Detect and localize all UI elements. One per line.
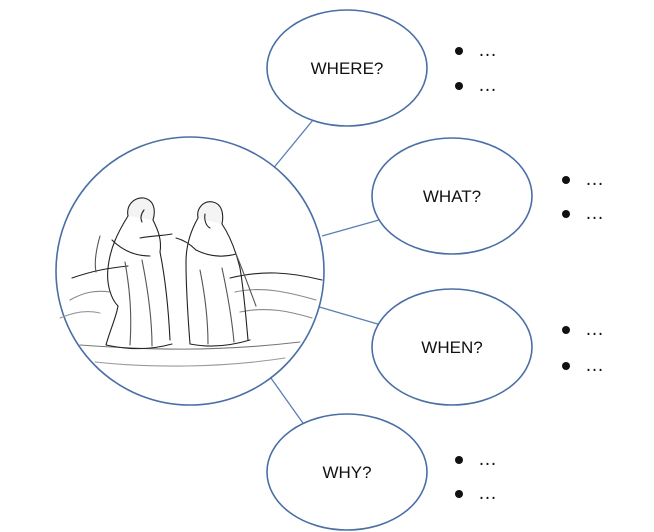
bullet-icon: [455, 456, 463, 464]
node-when: WHEN? … …: [371, 288, 604, 406]
node-what-bullet-2: …: [585, 203, 604, 224]
bullet-icon: [562, 362, 570, 370]
node-why-label: WHY?: [322, 463, 371, 482]
bullet-icon: [562, 176, 570, 184]
node-where: WHERE? … …: [266, 9, 497, 127]
node-where-label: WHERE?: [311, 59, 384, 78]
node-where-bullet-1: …: [478, 40, 497, 61]
node-when-bullet-2: …: [585, 355, 604, 376]
node-why-bullet-2: …: [478, 483, 497, 504]
node-where-bullet-2: …: [478, 75, 497, 96]
node-when-circle: [371, 288, 533, 406]
node-why: WHY? … …: [266, 413, 497, 531]
node-what-circle: [371, 137, 533, 255]
bullet-icon: [455, 47, 463, 55]
connector-when: [315, 305, 382, 326]
node-what: WHAT? … …: [371, 137, 604, 255]
connector-what: [321, 219, 380, 237]
node-what-bullet-1: …: [585, 169, 604, 190]
node-why-circle: [266, 413, 428, 531]
center-illustration: [55, 136, 325, 406]
node-where-circle: [266, 9, 428, 127]
node-why-bullet-1: …: [478, 449, 497, 470]
two-women-talking-sketch-icon: [59, 197, 323, 367]
bullet-icon: [562, 326, 570, 334]
node-when-bullet-1: …: [585, 319, 604, 340]
bullet-icon: [455, 82, 463, 90]
node-when-label: WHEN?: [421, 338, 482, 357]
bullet-icon: [455, 490, 463, 498]
bullet-icon: [562, 210, 570, 218]
node-what-label: WHAT?: [423, 187, 481, 206]
